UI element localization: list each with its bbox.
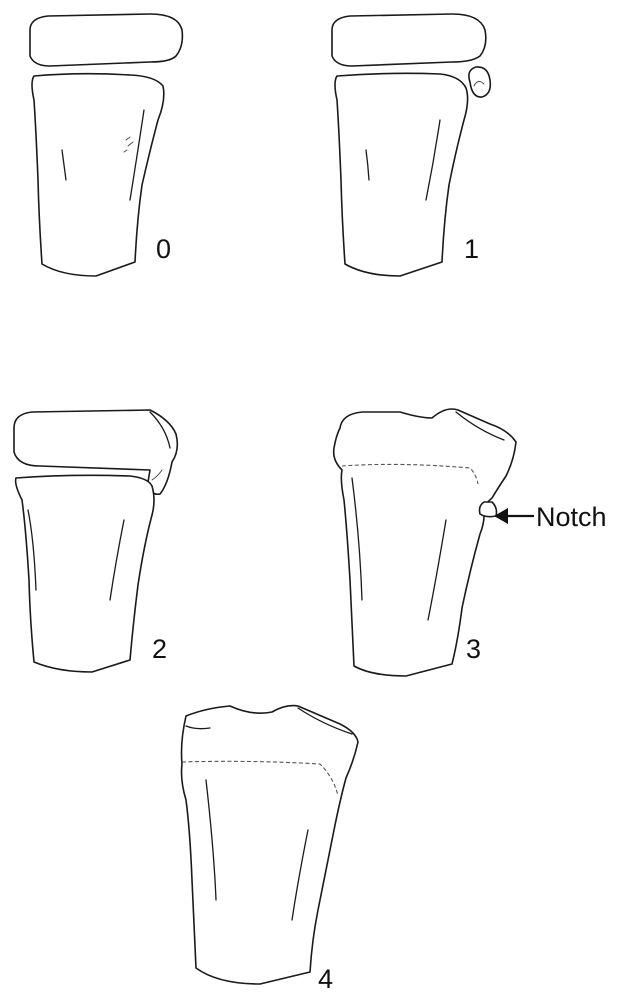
stage-3-notch	[480, 502, 497, 517]
stage-0-illustration: 0	[30, 14, 182, 276]
stage-4-bone	[182, 706, 359, 984]
notch-callout: Notch	[494, 502, 607, 532]
stage-4-label: 4	[318, 964, 333, 993]
notch-label: Notch	[536, 502, 607, 532]
stage-2-illustration: 2	[14, 410, 177, 672]
stage-3-bone	[334, 409, 516, 676]
stage-4-illustration: 4	[182, 706, 359, 993]
stage-1-shaft	[335, 73, 468, 276]
stage-0-shaft	[32, 74, 164, 276]
stage-0-label: 0	[156, 234, 171, 264]
stage-3-label: 3	[466, 634, 481, 664]
stage-2-shaft	[16, 475, 154, 672]
stage-1-epiphysis	[332, 14, 486, 66]
stage-0-epiphysis	[30, 14, 182, 66]
stage-1-illustration: 1	[332, 14, 490, 276]
stage-1-ossification-center	[469, 67, 490, 97]
stage-1-label: 1	[464, 234, 479, 264]
stage-2-label: 2	[152, 634, 167, 664]
stage-3-illustration: 3	[334, 409, 516, 676]
